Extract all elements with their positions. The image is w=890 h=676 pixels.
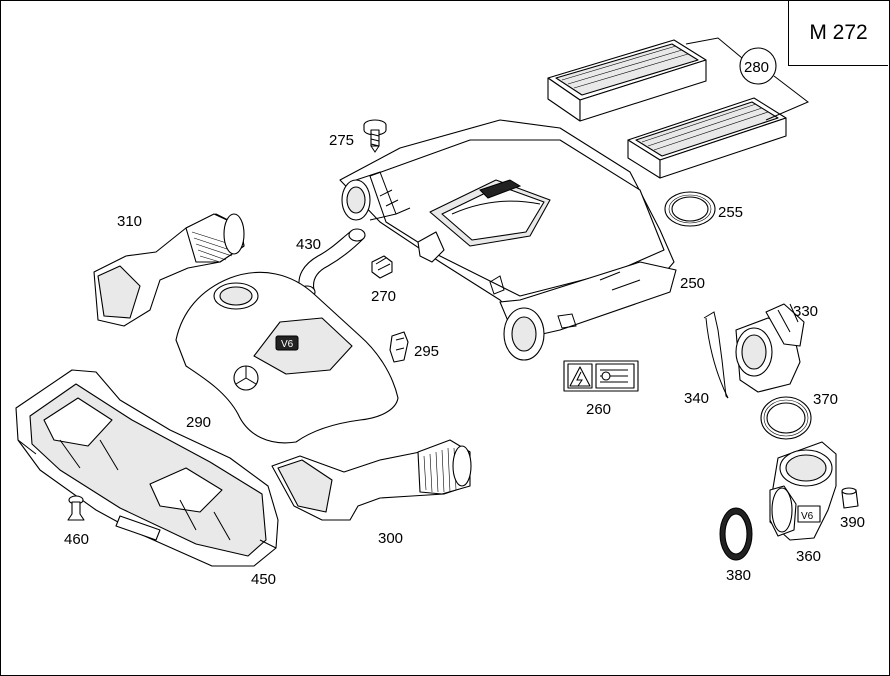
callout-255: 255 — [718, 204, 743, 221]
engine-code-box: M 272 — [788, 1, 888, 66]
part-460-push-clip[interactable] — [67, 495, 85, 521]
engine-code-label: M 272 — [809, 21, 868, 44]
part-250-air-filter-housing[interactable] — [339, 119, 677, 361]
part-370-clamp-ring[interactable] — [760, 396, 812, 440]
part-295-clip[interactable] — [389, 331, 409, 363]
part-270-clip[interactable] — [371, 255, 393, 279]
part-450-cowl-panel[interactable] — [15, 369, 279, 567]
callout-280-circle — [739, 47, 777, 85]
callout-290: 290 — [186, 414, 211, 431]
housing-v6-badge: V6 — [801, 511, 814, 522]
callout-250: 250 — [680, 275, 705, 292]
callout-275: 275 — [329, 132, 354, 149]
callout-390: 390 — [840, 514, 865, 531]
part-280-air-filter-elements[interactable] — [547, 37, 809, 179]
callout-360: 360 — [796, 548, 821, 565]
part-330-air-mass-sensor[interactable] — [735, 303, 805, 393]
callout-280: 280 — [744, 59, 769, 76]
callout-330: 330 — [793, 303, 818, 320]
callout-300: 300 — [378, 530, 403, 547]
part-275-screw[interactable] — [363, 119, 387, 153]
callout-340: 340 — [684, 390, 709, 407]
part-390-sleeve[interactable] — [841, 487, 859, 509]
part-380-seal-ring[interactable] — [719, 507, 753, 561]
part-260-warning-label[interactable] — [563, 360, 639, 392]
callout-450: 450 — [251, 571, 276, 588]
callout-295: 295 — [414, 343, 439, 360]
callout-310: 310 — [117, 213, 142, 230]
part-290-engine-cover[interactable]: V6 — [175, 271, 399, 444]
cover-v6-emblem: V6 — [281, 339, 294, 350]
part-310-air-intake-duct[interactable] — [93, 213, 245, 327]
callout-430: 430 — [296, 236, 321, 253]
callout-370: 370 — [813, 391, 838, 408]
part-360-intake-connector[interactable]: V6 — [769, 441, 837, 541]
part-340-cable[interactable] — [703, 311, 729, 399]
part-300-air-intake-duct[interactable] — [271, 439, 472, 521]
part-255-seal-ring[interactable] — [664, 191, 716, 227]
callout-260: 260 — [586, 401, 611, 418]
callout-380: 380 — [726, 567, 751, 584]
callout-270: 270 — [371, 288, 396, 305]
callout-460: 460 — [64, 531, 89, 548]
